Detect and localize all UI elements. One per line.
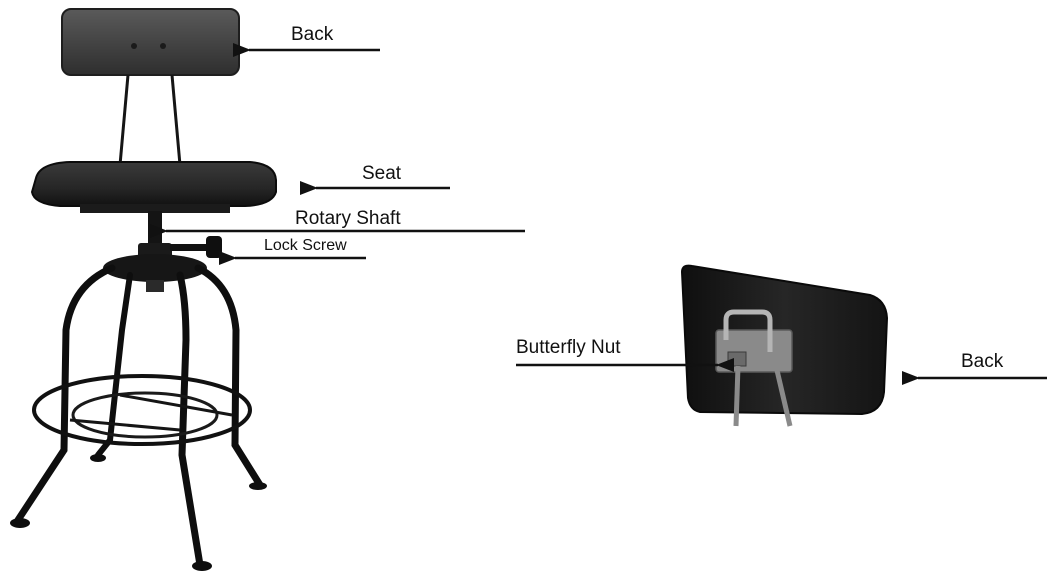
label-seat: Seat	[362, 163, 402, 184]
stool-illustration	[10, 8, 277, 571]
lock-screw-knob	[206, 236, 222, 258]
stool-foot	[10, 518, 30, 528]
stool-foot	[90, 454, 106, 462]
hub-nut	[146, 280, 164, 292]
butterfly-nut	[727, 351, 747, 367]
detail-support-rod	[733, 365, 741, 427]
lock-screw-shaft	[170, 244, 210, 251]
backrest-detail-illustration	[680, 264, 889, 427]
seat-cushion	[30, 161, 277, 207]
backrest-support-rod	[118, 74, 130, 166]
label-butterfly-nut: Butterfly Nut	[516, 337, 621, 358]
stool-leg	[95, 272, 133, 458]
backrest-bolt	[160, 43, 166, 49]
backrest	[61, 8, 240, 76]
label-lock-screw: Lock Screw	[264, 237, 347, 254]
foot-ring-inner	[71, 391, 219, 439]
label-rotary-shaft: Rotary Shaft	[295, 208, 401, 229]
foot-ring	[32, 374, 252, 446]
detail-bracket-loop	[723, 309, 773, 352]
backrest-support-rod	[170, 74, 182, 166]
detail-support-rod	[773, 365, 793, 427]
backrest-bolt	[131, 43, 137, 49]
callout-arrows	[150, 43, 1047, 385]
stool-leg	[14, 264, 116, 524]
leg-hub	[103, 254, 207, 282]
label-back-detail: Back	[961, 351, 1004, 372]
stool-leg	[176, 271, 204, 569]
leg-brace	[119, 393, 233, 417]
seat-underside	[80, 204, 230, 213]
leg-brace	[69, 418, 181, 432]
label-back-top: Back	[291, 24, 334, 45]
stool-foot	[192, 561, 212, 571]
stool-leg	[194, 264, 264, 489]
stool-foot	[249, 482, 267, 490]
